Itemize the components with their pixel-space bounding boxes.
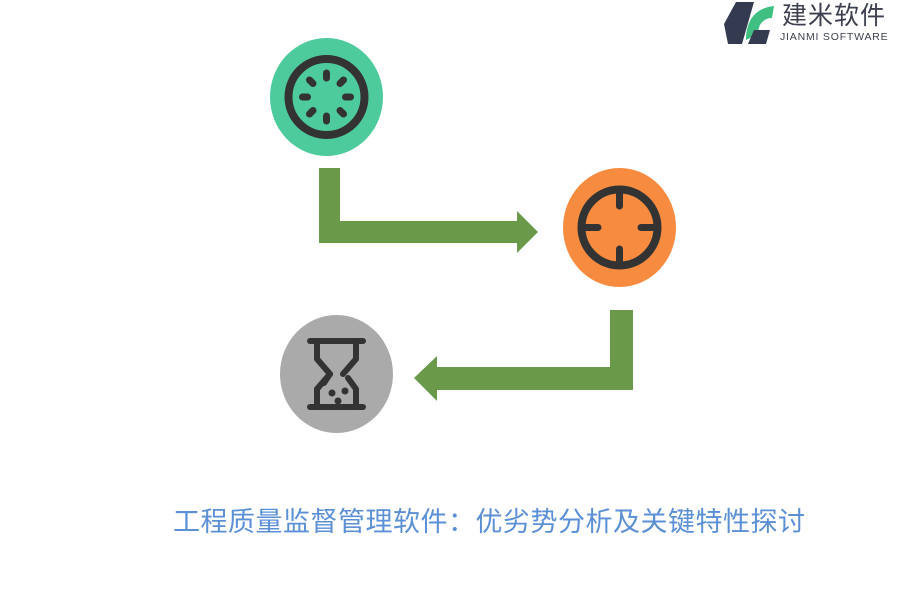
node-start bbox=[270, 38, 383, 156]
node-time bbox=[280, 315, 393, 433]
crosshair-target-icon bbox=[577, 185, 662, 270]
node-target bbox=[563, 168, 676, 287]
brand-name-en: JIANMI SOFTWARE bbox=[780, 31, 889, 43]
loading-spinner-icon bbox=[284, 55, 369, 139]
hourglass-icon bbox=[307, 338, 366, 410]
page-title: 工程质量监督管理软件：优劣势分析及关键特性探讨 bbox=[173, 507, 806, 538]
brand-logo: 建米软件 JIANMI SOFTWARE bbox=[724, 0, 900, 46]
brand-name-cn: 建米软件 bbox=[782, 1, 887, 30]
jianmi-logo-icon bbox=[724, 2, 774, 44]
